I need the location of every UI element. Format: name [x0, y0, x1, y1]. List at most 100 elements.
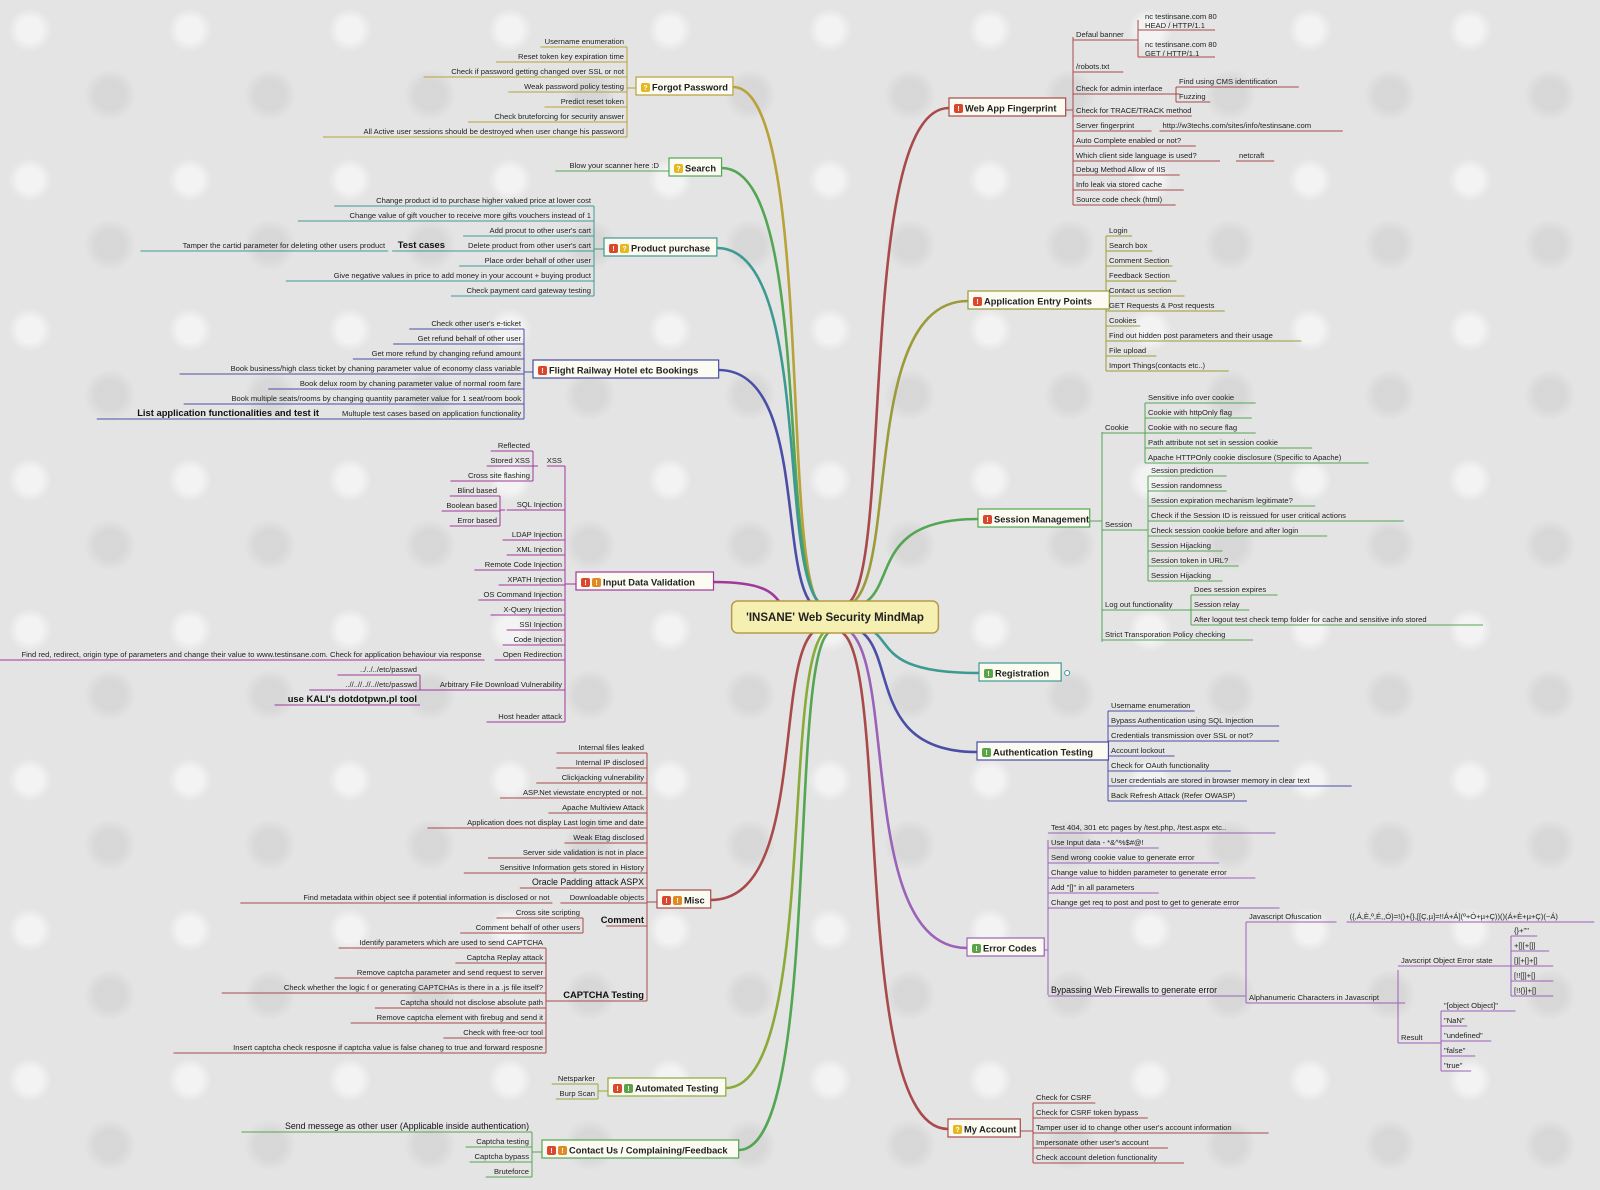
topic-item[interactable]: Does session expires: [1194, 585, 1266, 594]
topic-item[interactable]: Host header attack: [498, 712, 562, 721]
topic-item[interactable]: Get more refund by changing refund amoun…: [372, 349, 522, 358]
topic-item[interactable]: Check other user's e-ticket: [431, 319, 522, 328]
topic-item[interactable]: Place order behalf of other user: [485, 256, 592, 265]
topic-item[interactable]: Comment Section: [1109, 256, 1169, 265]
captcha-label[interactable]: CAPTCHA Testing: [563, 989, 644, 1000]
bookings-topic-label[interactable]: Flight Railway Hotel etc Bookings: [549, 366, 698, 376]
topic-item[interactable]: Session expiration mechanism legitimate?: [1151, 496, 1293, 505]
topic-item[interactable]: ({,Á,È,º,É,,Ó}=!()+{},[[Ç,µ]=!!Á+Á](º+Ó+…: [1350, 912, 1559, 921]
topic-item[interactable]: Cookie with no secure flag: [1148, 423, 1237, 432]
topic-item[interactable]: Predict reset token: [561, 97, 624, 106]
topic-item[interactable]: Give negative values in price to add mon…: [334, 271, 592, 280]
nc-command[interactable]: nc testinsane.com 80: [1145, 12, 1217, 21]
topic-item[interactable]: Check whether the logic f or generating …: [284, 983, 543, 992]
topic-item[interactable]: Server side validation is not in place: [523, 848, 644, 857]
topic-item[interactable]: Send wrong cookie value to generate erro…: [1051, 853, 1195, 862]
topic-item[interactable]: Change get req to post and post to get t…: [1051, 898, 1240, 907]
misc-topic-label[interactable]: Misc: [684, 896, 705, 906]
topic-item[interactable]: Contact us section: [1109, 286, 1171, 295]
topic-item[interactable]: Netsparker: [558, 1074, 596, 1083]
topic-item[interactable]: Reset token key expiration time: [518, 52, 624, 61]
topic-item[interactable]: Sensitive info over cookie: [1148, 393, 1234, 402]
topic-item[interactable]: Check if password getting changed over S…: [451, 67, 625, 76]
topic-item[interactable]: Check session cookie before and after lo…: [1151, 526, 1298, 535]
topic-item[interactable]: Insert captcha check resposne if captcha…: [233, 1043, 543, 1052]
topic-item[interactable]: Check for admin interface: [1076, 84, 1163, 93]
topic-item[interactable]: Import Things(contacts etc..): [1109, 361, 1206, 370]
topic-item[interactable]: XSS: [547, 456, 562, 465]
topic-item[interactable]: Test 404, 301 etc pages by /test.php, /t…: [1051, 823, 1226, 832]
topic-item[interactable]: Change value to hidden parameter to gene…: [1051, 868, 1227, 877]
topic-item[interactable]: Book business/high class ticket by chani…: [231, 364, 521, 373]
topic-item[interactable]: Fuzzing: [1179, 92, 1206, 101]
topic-item[interactable]: +[][+[]]: [1514, 941, 1536, 950]
session-topic-label[interactable]: Session Management: [994, 515, 1089, 525]
topic-item[interactable]: Check for OAuth functionality: [1111, 761, 1210, 770]
topic-item[interactable]: Feedback Section: [1109, 271, 1170, 280]
topic-item[interactable]: Reflected: [498, 441, 530, 450]
topic-item[interactable]: Javascript Ofuscation: [1249, 912, 1322, 921]
topic-item[interactable]: Impersonate other user's account: [1036, 1138, 1149, 1147]
entry-points-topic-label[interactable]: Application Entry Points: [984, 297, 1092, 307]
topic-item[interactable]: Bruteforce: [494, 1167, 529, 1176]
topic-item[interactable]: User credentials are stored in browser m…: [1111, 776, 1311, 785]
topic-item[interactable]: Session randomness: [1151, 481, 1222, 490]
topic-item[interactable]: Book delux room by chaning parameter val…: [300, 379, 521, 388]
topic-item[interactable]: Captcha should not disclose absolute pat…: [400, 998, 543, 1007]
topic-item[interactable]: Add "[]" in all parameters: [1051, 883, 1135, 892]
topic-item[interactable]: "[object Object]": [1444, 1001, 1498, 1010]
topic-item[interactable]: XPATH Injection: [507, 575, 562, 584]
topic-item[interactable]: Change product id to purchase higher val…: [376, 196, 592, 205]
topic-item[interactable]: Identify parameters which are used to se…: [359, 938, 544, 947]
authentication-topic-label[interactable]: Authentication Testing: [993, 748, 1093, 758]
test-cases-label[interactable]: Test cases: [398, 239, 445, 250]
topic-item[interactable]: [][+[]+[]: [1514, 956, 1538, 965]
topic-item[interactable]: All Active user sessions should be destr…: [364, 127, 624, 136]
topic-item[interactable]: Add procut to other user's cart: [490, 226, 592, 235]
topic-item[interactable]: Which client side language is used?: [1076, 151, 1197, 160]
topic-item[interactable]: Strict Transporation Policy checking: [1105, 630, 1225, 639]
forgot-password-topic-label[interactable]: Forgot Password: [652, 83, 728, 93]
topic-item[interactable]: Javscript Object Error state: [1401, 956, 1493, 965]
topic-item[interactable]: Session token in URL?: [1151, 556, 1228, 565]
topic-item[interactable]: Internal IP disclosed: [576, 758, 644, 767]
topic-item[interactable]: OS Command Injection: [483, 590, 562, 599]
topic-item[interactable]: Login: [1109, 226, 1128, 235]
topic-item[interactable]: Blow your scanner here :D: [570, 161, 660, 170]
topic-item[interactable]: File upload: [1109, 346, 1146, 355]
topic-item[interactable]: http://w3techs.com/sites/info/testinsane…: [1163, 121, 1312, 130]
functionality-note[interactable]: List application functionalities and tes…: [137, 407, 319, 418]
topic-item[interactable]: Find red, redirect, origin type of param…: [21, 650, 481, 659]
topic-item[interactable]: Path attribute not set in session cookie: [1148, 438, 1278, 447]
topic-item[interactable]: Search box: [1109, 241, 1148, 250]
topic-item[interactable]: Check bruteforcing for security answer: [494, 112, 624, 121]
topic-item[interactable]: Result: [1401, 1033, 1423, 1042]
topic-item[interactable]: Alphanumeric Characters in Javascript: [1249, 993, 1380, 1002]
topic-item[interactable]: Application does not display Last login …: [467, 818, 644, 827]
topic-item[interactable]: netcraft: [1239, 151, 1265, 160]
topic-item[interactable]: Arbitrary File Download Vulnerability: [440, 680, 562, 689]
topic-item[interactable]: Session relay: [1194, 600, 1240, 609]
topic-item[interactable]: XML Injection: [516, 545, 562, 554]
topic-item[interactable]: Username enumeration: [1111, 701, 1190, 710]
topic-item[interactable]: Get refund behalf of other user: [418, 334, 522, 343]
search-topic-label[interactable]: Search: [685, 164, 716, 174]
topic-item[interactable]: Cookies: [1109, 316, 1137, 325]
topic-item[interactable]: SQL Injection: [517, 500, 562, 509]
fingerprint-topic-label[interactable]: Web App Fingerprint: [965, 104, 1056, 114]
topic-item[interactable]: Bypass Authentication using SQL Injectio…: [1111, 716, 1253, 725]
topic-item[interactable]: ASP.Net viewstate encrypted or not.: [523, 788, 644, 797]
product-purchase-topic-label[interactable]: Product purchase: [631, 244, 710, 254]
topic-item[interactable]: X-Query Injection: [503, 605, 562, 614]
topic-item[interactable]: Username enumeration: [545, 37, 624, 46]
topic-item[interactable]: Code Injection: [513, 635, 562, 644]
topic-item[interactable]: Cross site scripting: [516, 908, 580, 917]
topic-item[interactable]: Open Redirection: [503, 650, 562, 659]
topic-item[interactable]: Credentials transmission over SSL or not…: [1111, 731, 1253, 740]
nc-command[interactable]: HEAD / HTTP/1.1: [1145, 21, 1205, 30]
topic-item[interactable]: [!![]]+[]: [1514, 971, 1535, 980]
topic-item[interactable]: Multuple test cases based on application…: [342, 409, 521, 418]
topic-item[interactable]: Clickjacking vulnerability: [562, 773, 644, 782]
kali-tool-note[interactable]: use KALI's dotdotpwn.pl tool: [288, 693, 417, 704]
topic-item[interactable]: Session Hijacking: [1151, 571, 1211, 580]
